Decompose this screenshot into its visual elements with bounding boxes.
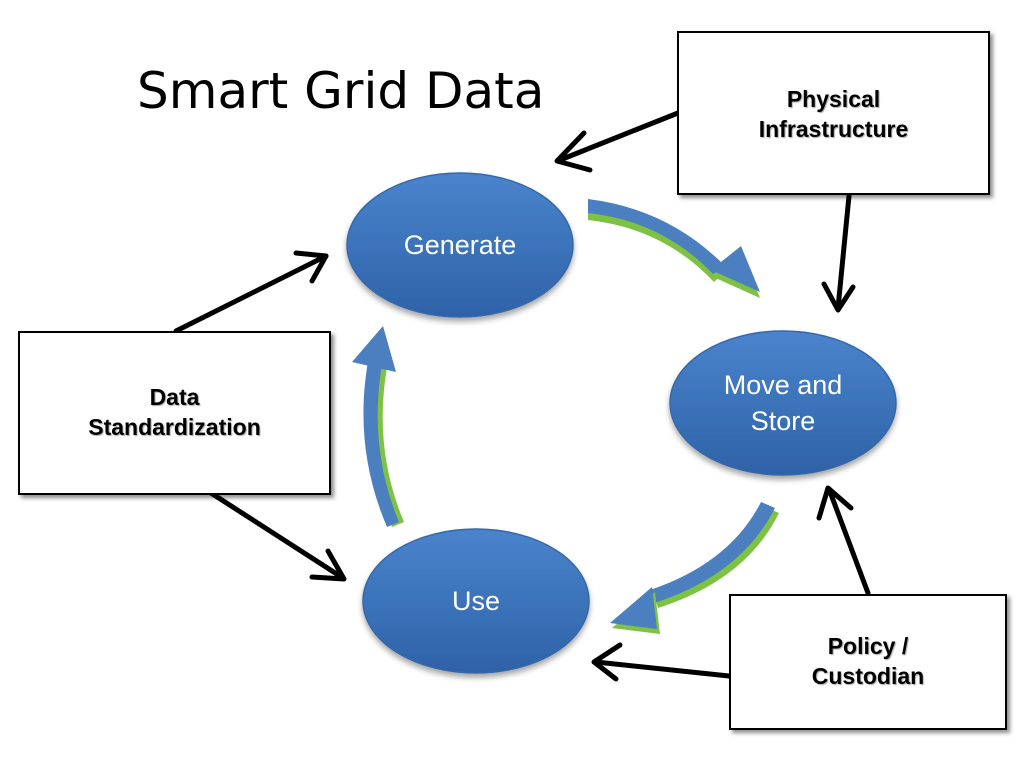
physical-infrastructure-label-line2: Infrastructure: [758, 115, 909, 142]
slide-title: Smart Grid Data: [137, 62, 545, 120]
connector-standardization-to-generate: [173, 250, 329, 334]
use-node: [362, 528, 590, 674]
connector-physical-to-move: [821, 193, 856, 313]
connector-policy-to-use: [591, 642, 732, 682]
connector-physical-to-generate: [554, 110, 681, 173]
physical-infrastructure-label-line1: Physical: [786, 86, 881, 112]
flow-arrow-generate-to-move: [588, 199, 760, 298]
data-standardization-box: Data Standardization: [18, 331, 331, 495]
data-standardization-label-line2: Standardization: [88, 414, 261, 440]
data-standardization-label-line1: Data: [149, 384, 200, 411]
policy-custodian-box: Policy / Custodian: [729, 594, 1007, 730]
policy-custodian-label-line1: Policy /: [827, 633, 909, 660]
connector-standardization-to-use: [208, 490, 347, 582]
connector-policy-to-move: [816, 485, 871, 596]
flow-arrow-use-to-generate: [352, 326, 404, 527]
physical-infrastructure-box: Physical Infrastructure: [677, 31, 990, 195]
generate-node: [346, 172, 574, 318]
policy-custodian-label-line2: Custodian: [811, 663, 925, 689]
move-and-store-node: [669, 330, 897, 476]
flow-arrow-move-to-use: [610, 502, 779, 634]
